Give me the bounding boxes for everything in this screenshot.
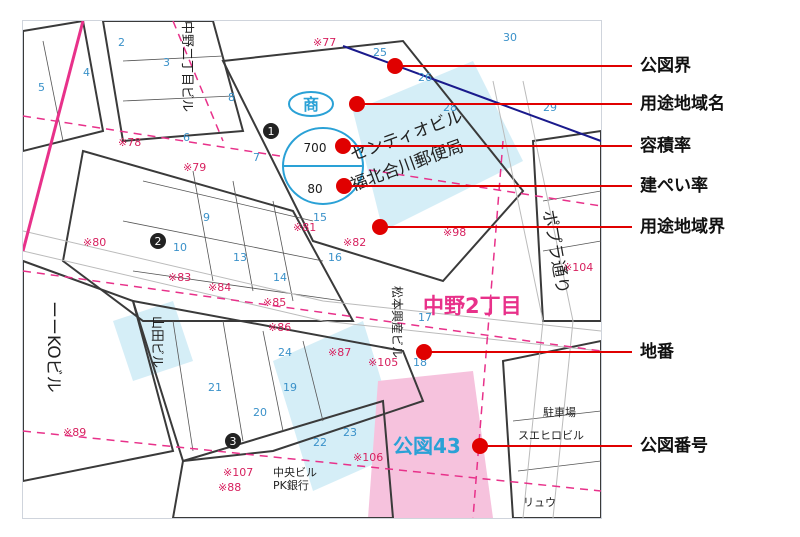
district-name-label: 中野2丁目 bbox=[423, 294, 522, 318]
marker-number: ※85 bbox=[263, 296, 286, 309]
map-panel[interactable]: 商 700 80 1 2 3 センティオビル 福北合川郵便局 ーーKOビル 松本… bbox=[22, 20, 602, 519]
marker-number: ※107 bbox=[223, 466, 253, 479]
zone-boundary-lines bbox=[23, 21, 601, 518]
callout-label-coverage-ratio: 建ぺい率 bbox=[640, 176, 708, 196]
marker-number: ※89 bbox=[63, 426, 86, 439]
lot-number: 19 bbox=[283, 381, 297, 394]
lot-number: 28 bbox=[443, 101, 457, 114]
marker-number: ※104 bbox=[563, 261, 593, 274]
block-number-markers: 1 2 3 bbox=[150, 123, 279, 449]
marker-number: ※77 bbox=[313, 36, 336, 49]
lot-number: 30 bbox=[503, 31, 517, 44]
lot-number: 2 bbox=[118, 36, 125, 49]
road-edge bbox=[522, 80, 574, 518]
marker-number: ※88 bbox=[218, 481, 241, 494]
callout-label-plot-number: 公図番号 bbox=[640, 436, 708, 456]
lot-number: 14 bbox=[273, 271, 287, 284]
block-number: 3 bbox=[230, 435, 237, 448]
building-label: 中央ビル bbox=[273, 466, 317, 479]
block-top-left bbox=[23, 21, 105, 153]
city-blocks bbox=[23, 21, 601, 518]
lot-number: 17 bbox=[418, 311, 432, 324]
roads bbox=[23, 80, 601, 518]
lot-number: 5 bbox=[38, 81, 45, 94]
lot-number: 25 bbox=[373, 46, 387, 59]
lot-number-labels: 2345678910131415161718192021222324252628… bbox=[38, 31, 557, 449]
block-top-mid bbox=[101, 21, 245, 143]
callout-label-use-zone-name: 用途地域名 bbox=[640, 94, 725, 114]
plot-boundary bbox=[342, 45, 601, 142]
block-bottom bbox=[171, 399, 395, 518]
marker-number: ※80 bbox=[83, 236, 106, 249]
lot-number: 16 bbox=[328, 251, 342, 264]
callout-label-floor-area-ratio: 容積率 bbox=[640, 136, 691, 156]
block-bottom-mid bbox=[131, 299, 425, 463]
marker-number: ※81 bbox=[293, 221, 316, 234]
marker-number: ※78 bbox=[118, 136, 141, 149]
lot-number: 9 bbox=[203, 211, 210, 224]
marker-number: ※82 bbox=[343, 236, 366, 249]
lot-number: 21 bbox=[208, 381, 222, 394]
highlight-pink-area bbox=[368, 371, 493, 518]
use-zone-badge-text: 商 bbox=[303, 95, 319, 114]
block-number: 1 bbox=[268, 125, 275, 138]
block-number: 2 bbox=[155, 235, 162, 248]
lot-number: 4 bbox=[83, 66, 90, 79]
lot-number: 15 bbox=[313, 211, 327, 224]
callout-label-lot-number: 地番 bbox=[640, 342, 674, 362]
road-edge bbox=[23, 230, 601, 332]
lot-lines bbox=[42, 40, 601, 472]
floor-area-ratio-text: 700 bbox=[304, 141, 327, 155]
marker-number: ※98 bbox=[443, 226, 466, 239]
block-mid-left bbox=[61, 149, 355, 322]
building-label: ーーKOビル bbox=[43, 301, 63, 393]
lot-number: 13 bbox=[233, 251, 247, 264]
marker-number-labels: ※77 ※78 ※79 ※80 ※81 ※82 ※83 ※84 ※85 ※86 ※87 ※88 ※89 ※… bbox=[63, 36, 593, 494]
building-label: 松本興産ビル bbox=[390, 286, 405, 358]
railway-line bbox=[23, 21, 85, 252]
block-right-top bbox=[531, 129, 601, 322]
lot-number: 10 bbox=[173, 241, 187, 254]
building-label: 駐車場 bbox=[543, 405, 576, 419]
lot-number: 23 bbox=[343, 426, 357, 439]
use-zone-oval bbox=[288, 91, 334, 117]
block-left-large bbox=[23, 259, 175, 483]
marker-number: ※83 bbox=[168, 271, 191, 284]
callout-label-plot-boundary: 公図界 bbox=[640, 56, 691, 76]
lot-number: 26 bbox=[418, 71, 432, 84]
building-label: PK銀行 bbox=[273, 478, 309, 492]
lot-number: 3 bbox=[163, 56, 170, 69]
building-label: スエヒロビル bbox=[518, 429, 584, 442]
lot-number: 8 bbox=[228, 91, 235, 104]
lot-number: 6 bbox=[183, 131, 190, 144]
building-label: リュウ bbox=[523, 496, 556, 509]
building-label: 山田ビル bbox=[149, 316, 164, 368]
lot-number: 29 bbox=[543, 101, 557, 114]
lot-number: 24 bbox=[278, 346, 292, 359]
callout-label-use-zone-boundary: 用途地域界 bbox=[640, 217, 725, 237]
marker-number: ※87 bbox=[328, 346, 351, 359]
lot-number: 7 bbox=[253, 151, 260, 164]
marker-number: ※79 bbox=[183, 161, 206, 174]
coverage-ratio-text: 80 bbox=[307, 182, 322, 196]
marker-number: ※105 bbox=[368, 356, 398, 369]
marker-number: ※84 bbox=[208, 281, 231, 294]
lot-number: 22 bbox=[313, 436, 327, 449]
road-name-label: ポプラ通り bbox=[538, 208, 572, 295]
building-label: 中野二丁目ビル bbox=[179, 21, 194, 112]
lot-number: 18 bbox=[413, 356, 427, 369]
map-svg: 商 700 80 1 2 3 センティオビル 福北合川郵便局 ーーKOビル 松本… bbox=[23, 21, 601, 518]
block-center bbox=[221, 39, 525, 283]
road-edge bbox=[23, 250, 601, 352]
lot-number: 20 bbox=[253, 406, 267, 419]
marker-number: ※106 bbox=[353, 451, 383, 464]
highlight-strip-cyan-2 bbox=[273, 321, 403, 491]
road-edge bbox=[492, 80, 544, 518]
marker-number: ※86 bbox=[268, 321, 291, 334]
plot-number-label: 公図43 bbox=[393, 434, 461, 458]
